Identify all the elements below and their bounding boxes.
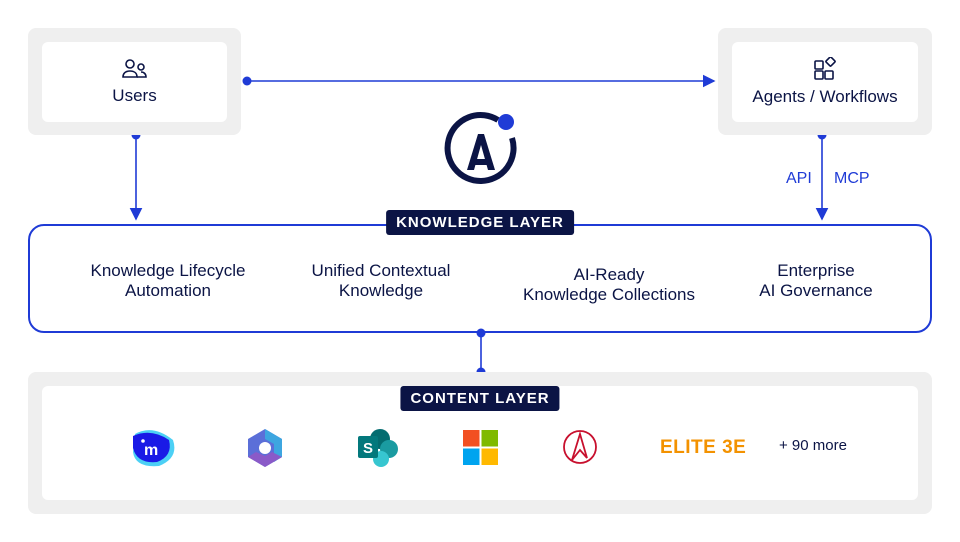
content-layer-badge: CONTENT LAYER — [400, 386, 560, 411]
more-sources-link[interactable]: + 90 more — [779, 437, 847, 454]
capability-line: Automation — [124, 281, 211, 300]
capability-line: Knowledge Lifecycle — [90, 261, 246, 280]
agents-node[interactable]: Agents / Workflows — [732, 42, 918, 122]
aderant-logo — [563, 430, 597, 464]
svg-text:S: S — [363, 440, 373, 457]
agents-label: Agents / Workflows — [752, 87, 898, 106]
sharepoint-logo: S — [358, 429, 398, 467]
mcp-label: MCP — [834, 170, 870, 187]
capability-line: Unified Contextual — [311, 261, 451, 280]
microsoft-365-logo — [248, 429, 282, 467]
knowledge-layer-badge: KNOWLEDGE LAYER — [386, 210, 574, 235]
elite-3e-logo: ELITE 3E — [660, 437, 747, 458]
users-label: Users — [112, 86, 157, 105]
svg-text:m: m — [144, 442, 158, 459]
users-icon — [121, 59, 147, 78]
capability-line: Knowledge — [338, 281, 424, 300]
capability-line: Knowledge Collections — [523, 285, 695, 304]
brand-logo — [444, 112, 517, 185]
widgets-icon — [814, 57, 836, 80]
capability-line: AI-Ready — [573, 265, 645, 284]
imanage-logo: m — [133, 430, 175, 467]
microsoft-logo — [463, 430, 498, 465]
capability-line: AI Governance — [759, 281, 873, 300]
users-node[interactable]: Users — [42, 42, 227, 122]
api-label: API — [786, 170, 812, 187]
capability-line: Enterprise — [777, 261, 855, 280]
